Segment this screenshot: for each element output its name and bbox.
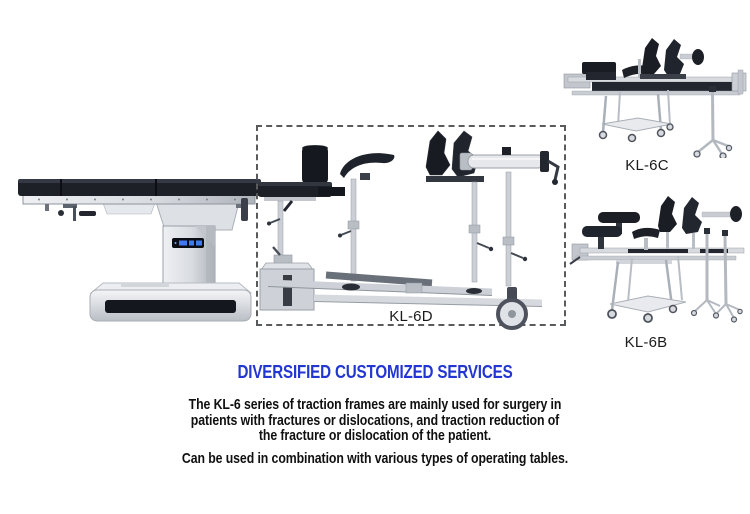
section-title: DIVERSIFIED CUSTOMIZED SERVICES — [237, 361, 513, 382]
operating-table-photo — [15, 140, 315, 325]
description-line: Can be used in combination with various … — [181, 449, 569, 467]
kl-6d-illustration — [258, 130, 560, 330]
kl-6b-photo — [568, 192, 750, 334]
kl-6c-illustration — [563, 38, 747, 158]
kl-6d-dashed-outline: KL-6D — [256, 125, 566, 330]
description-block: The KL-6 series of traction frames are m… — [68, 397, 683, 466]
operating-table-illustration — [18, 179, 261, 322]
description-line: the fracture or dislocation of the patie… — [258, 427, 492, 444]
description-line: The KL-6 series of traction frames are m… — [188, 396, 562, 413]
kl-6c-label: KL-6C — [625, 157, 669, 174]
kl-6d-photo — [256, 125, 566, 337]
kl-6c-photo — [562, 30, 750, 158]
kl-6b-label: KL-6B — [624, 334, 668, 351]
kl-6b-illustration — [569, 196, 745, 323]
kl-6d-label: KL-6D — [389, 308, 433, 325]
description-line: patients with fractures or dislocations,… — [190, 411, 560, 429]
